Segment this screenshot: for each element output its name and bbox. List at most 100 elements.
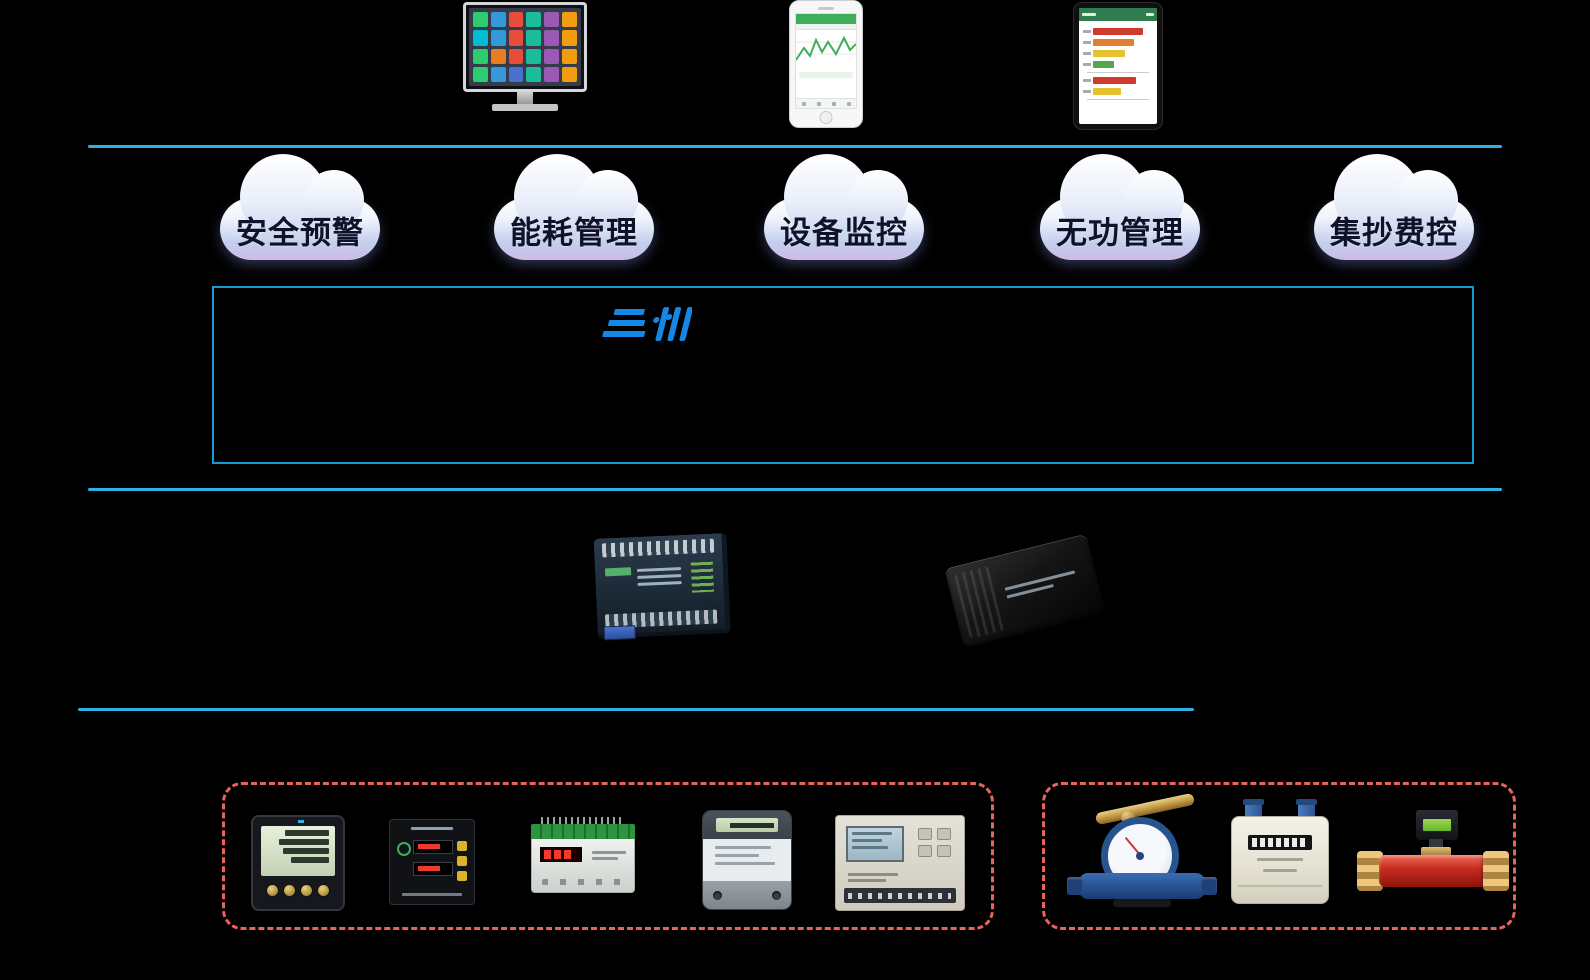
app-tile-icon (526, 66, 542, 82)
app-tile-icon (490, 30, 506, 46)
cloud-service-energy: 能耗管理 (494, 154, 654, 260)
app-tile-icon (508, 48, 524, 64)
smartphone-icon (789, 0, 863, 128)
app-tile-icon (473, 66, 488, 82)
meter-nameplate (703, 839, 791, 881)
meter-lcd-display (716, 818, 778, 832)
app-tile-icon (526, 30, 542, 46)
platform-border-box (212, 286, 1474, 464)
device-label-lines (848, 870, 898, 885)
bar-red (1093, 28, 1144, 35)
device-footer-bar (402, 893, 462, 896)
app-tile-icon (562, 12, 577, 28)
device-title-bar (411, 827, 453, 830)
bar-label-bar (1083, 63, 1091, 66)
monitor-screen (463, 2, 587, 92)
screw-row (542, 879, 624, 885)
cloud-service-meter-billing: 集抄费控 (1314, 154, 1474, 260)
brand-dot (298, 820, 304, 823)
power-analyzer-icon (389, 819, 475, 905)
bar-row (1083, 50, 1153, 57)
pipe-fitting-right (1201, 877, 1217, 895)
tablet-screen (1079, 8, 1157, 124)
gateway-heatsink-fins (953, 565, 1005, 639)
monitor-stand-neck (517, 92, 533, 104)
counter-display (1248, 835, 1312, 850)
digit-display (413, 840, 453, 854)
bar-label-bar (1083, 41, 1091, 44)
brass-hex-nut-left (1357, 851, 1383, 891)
meter-head-unit (1415, 809, 1459, 841)
app-tile-icon (473, 30, 488, 46)
app-tile-icon (544, 12, 560, 28)
app-tile-icon (562, 48, 577, 64)
app-tile-icon (508, 66, 524, 82)
device-label-line (1257, 858, 1303, 861)
digit-display (540, 847, 582, 862)
meter-top-panel (703, 811, 791, 839)
app-tile-icon (490, 48, 506, 64)
app-tile-icon (562, 66, 577, 82)
terminal-pins (541, 817, 625, 824)
bar-yellow (1093, 50, 1126, 57)
cloud-label: 设备监控 (780, 215, 908, 251)
bar-chart-icon (1079, 21, 1157, 100)
meter-body (1231, 816, 1329, 904)
phone-app-header (796, 14, 856, 24)
plc-text-lines (636, 563, 682, 590)
tablet-app-header (1079, 8, 1157, 21)
bar-label-bar (1083, 52, 1091, 55)
phone-stats-row (799, 72, 853, 78)
electric-devices-group-box (222, 782, 994, 930)
metering-devices-group-box (1042, 782, 1516, 930)
app-tile-icon (562, 30, 577, 46)
separator-line-top (88, 145, 1502, 148)
terminal-block-row (844, 888, 956, 903)
meter-buttons (261, 884, 335, 897)
water-meter-icon (1067, 792, 1217, 907)
phone-app-subheader (796, 24, 856, 30)
brass-collar (1421, 847, 1451, 857)
green-terminal-strip (531, 824, 635, 839)
brand-logo-icon (602, 307, 692, 341)
bar-label-bar (1083, 30, 1091, 33)
gateway-label-lines (1003, 566, 1078, 604)
meter-body (1079, 873, 1205, 899)
tab-icon (801, 101, 806, 106)
app-tile-icon (473, 12, 488, 28)
plc-body (593, 533, 731, 641)
plc-port-connector (603, 625, 637, 641)
phone-home-button (819, 111, 833, 124)
lcd-screen (1422, 818, 1452, 832)
cloud-label: 能耗管理 (510, 215, 638, 251)
app-tile-icon (544, 30, 560, 46)
energy-meter-icon (703, 811, 791, 909)
dashboard-app-grid (469, 8, 581, 86)
bar-row (1083, 77, 1153, 84)
app-tile-icon (526, 12, 542, 28)
header-text-bar (1146, 13, 1154, 16)
keypad (918, 828, 952, 857)
plc-terminal-strip-top (601, 538, 715, 558)
plc-label-plate (604, 567, 632, 577)
phone-speaker (818, 7, 834, 10)
case-seam (1238, 885, 1322, 887)
data-gateway-icon (944, 528, 1106, 656)
chart-axis (1087, 72, 1149, 73)
signal-transducer-icon (531, 817, 635, 895)
transducer-body (531, 839, 635, 893)
desktop-monitor-icon (463, 2, 587, 111)
analyzer-front-panel (397, 836, 467, 888)
bar-green (1093, 61, 1114, 68)
terminal-lcd-display (846, 826, 904, 862)
cloud-label: 安全预警 (236, 215, 364, 251)
brass-hex-nut-right (1483, 851, 1509, 891)
bar-yellow (1093, 88, 1121, 95)
meter-lcd-display (261, 826, 335, 876)
valve-flow-meter-icon (1357, 809, 1509, 905)
pipe-fitting-left (1067, 877, 1083, 895)
bar-red (1093, 77, 1137, 84)
app-tile-icon (508, 12, 524, 28)
valve-body (1379, 855, 1487, 887)
